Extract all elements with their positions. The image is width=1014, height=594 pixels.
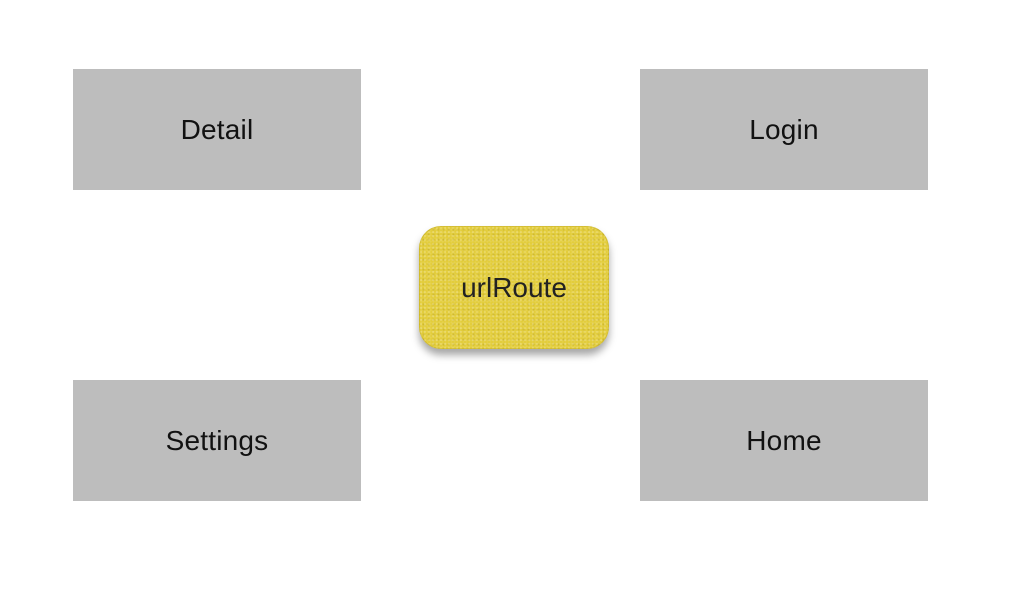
- detail-label: Detail: [180, 113, 254, 145]
- settings-label: Settings: [165, 424, 269, 456]
- url-route-label: urlRoute: [461, 271, 567, 303]
- home-node: Home: [640, 380, 928, 501]
- url-route-node: urlRoute: [419, 226, 609, 349]
- login-node: Login: [640, 69, 928, 190]
- settings-node: Settings: [73, 380, 361, 501]
- detail-node: Detail: [73, 69, 361, 190]
- home-label: Home: [746, 424, 822, 456]
- login-label: Login: [749, 113, 819, 145]
